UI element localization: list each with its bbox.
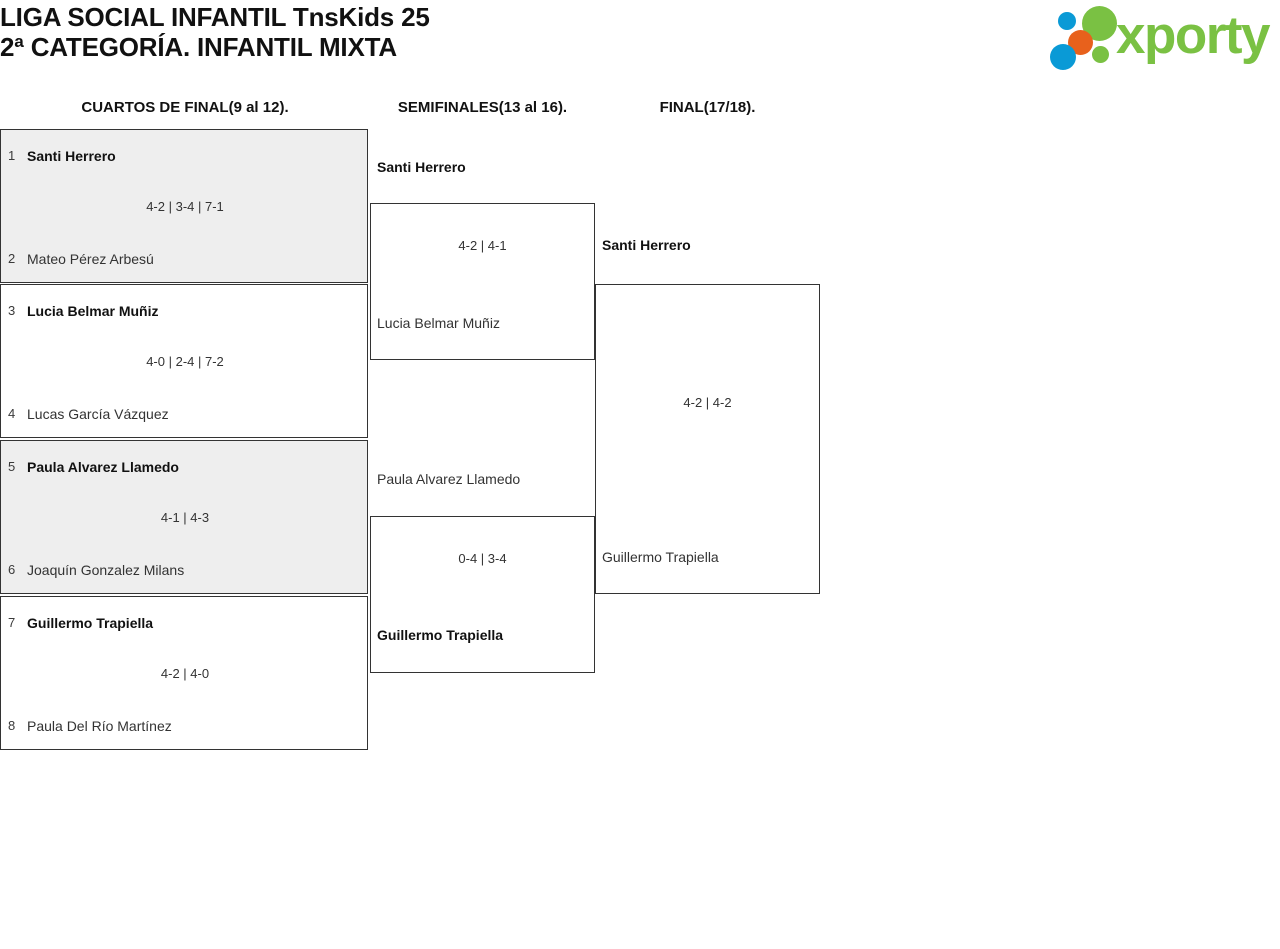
page-header: LIGA SOCIAL INFANTIL TnsKids 25 2ª CATEG… [0, 0, 1280, 90]
round-header-quarterfinals: CUARTOS DE FINAL(9 al 12). [81, 99, 289, 116]
semifinal-match-2[interactable]: 0-4 | 3-4 [370, 516, 595, 673]
seed-number: 6 [8, 562, 16, 577]
tournament-title-block: LIGA SOCIAL INFANTIL TnsKids 25 2ª CATEG… [0, 2, 900, 62]
match-score: 0-4 | 3-4 [458, 551, 507, 566]
round-header-semifinals: SEMIFINALES(13 al 16). [397, 99, 568, 116]
quarterfinal-match-1[interactable]: 1 Santi Herrero 4-2 | 3-4 | 7-1 2 Mateo … [0, 129, 368, 283]
quarterfinal-match-3[interactable]: 5 Paula Alvarez Llamedo 4-1 | 4-3 6 Joaq… [0, 440, 368, 594]
player-name[interactable]: Paula Alvarez Llamedo [27, 459, 179, 475]
match-score: 4-0 | 2-4 | 7-2 [146, 354, 224, 369]
logo-dot-green-small [1092, 46, 1109, 63]
seed-number: 8 [8, 718, 16, 733]
logo-wordmark: xporty [1116, 6, 1270, 65]
seed-number: 3 [8, 303, 16, 318]
logo-dot-blue-bottom [1050, 44, 1076, 70]
player-name[interactable]: Lucas García Vázquez [27, 406, 169, 422]
semifinal-1-top-player[interactable]: Santi Herrero [377, 159, 466, 175]
match-score: 4-1 | 4-3 [160, 510, 210, 525]
tournament-title-line-1: LIGA SOCIAL INFANTIL TnsKids 25 [0, 2, 430, 32]
player-name[interactable]: Guillermo Trapiella [27, 615, 154, 631]
match-score: 4-2 | 4-1 [458, 238, 507, 253]
semifinal-match-1[interactable]: 4-2 | 4-1 [370, 203, 595, 360]
logo-dot-blue-top [1058, 12, 1076, 30]
seed-number: 7 [8, 615, 16, 630]
xporty-logo[interactable]: xporty [1050, 6, 1278, 70]
player-name[interactable]: Joaquín Gonzalez Milans [27, 562, 185, 578]
seed-number: 5 [8, 459, 16, 474]
seed-number: 2 [8, 251, 16, 266]
semifinal-2-bottom-player[interactable]: Guillermo Trapiella [377, 627, 504, 643]
round-header-final: FINAL(17/18). [659, 99, 756, 116]
player-name[interactable]: Mateo Pérez Arbesú [27, 251, 154, 267]
tournament-title-line-2: 2ª CATEGORÍA. INFANTIL MIXTA [0, 32, 397, 62]
match-score: 4-2 | 4-2 [683, 395, 732, 410]
seed-number: 4 [8, 406, 16, 421]
match-score: 4-2 | 3-4 | 7-1 [146, 199, 224, 214]
seed-number: 1 [8, 148, 16, 163]
match-score: 4-2 | 4-0 [160, 666, 210, 681]
player-name[interactable]: Paula Del Río Martínez [27, 718, 172, 734]
logo-dots-icon [1050, 6, 1122, 70]
quarterfinal-match-4[interactable]: 7 Guillermo Trapiella 4-2 | 4-0 8 Paula … [0, 596, 368, 750]
final-match[interactable]: 4-2 | 4-2 [595, 284, 820, 594]
final-top-player[interactable]: Santi Herrero [602, 237, 691, 253]
player-name[interactable]: Lucia Belmar Muñiz [27, 303, 159, 319]
quarterfinal-match-2[interactable]: 3 Lucia Belmar Muñiz 4-0 | 2-4 | 7-2 4 L… [0, 284, 368, 438]
final-bottom-player[interactable]: Guillermo Trapiella [602, 549, 719, 565]
semifinal-2-top-player[interactable]: Paula Alvarez Llamedo [377, 471, 521, 487]
player-name[interactable]: Santi Herrero [27, 148, 116, 164]
semifinal-1-bottom-player[interactable]: Lucia Belmar Muñiz [377, 315, 500, 331]
